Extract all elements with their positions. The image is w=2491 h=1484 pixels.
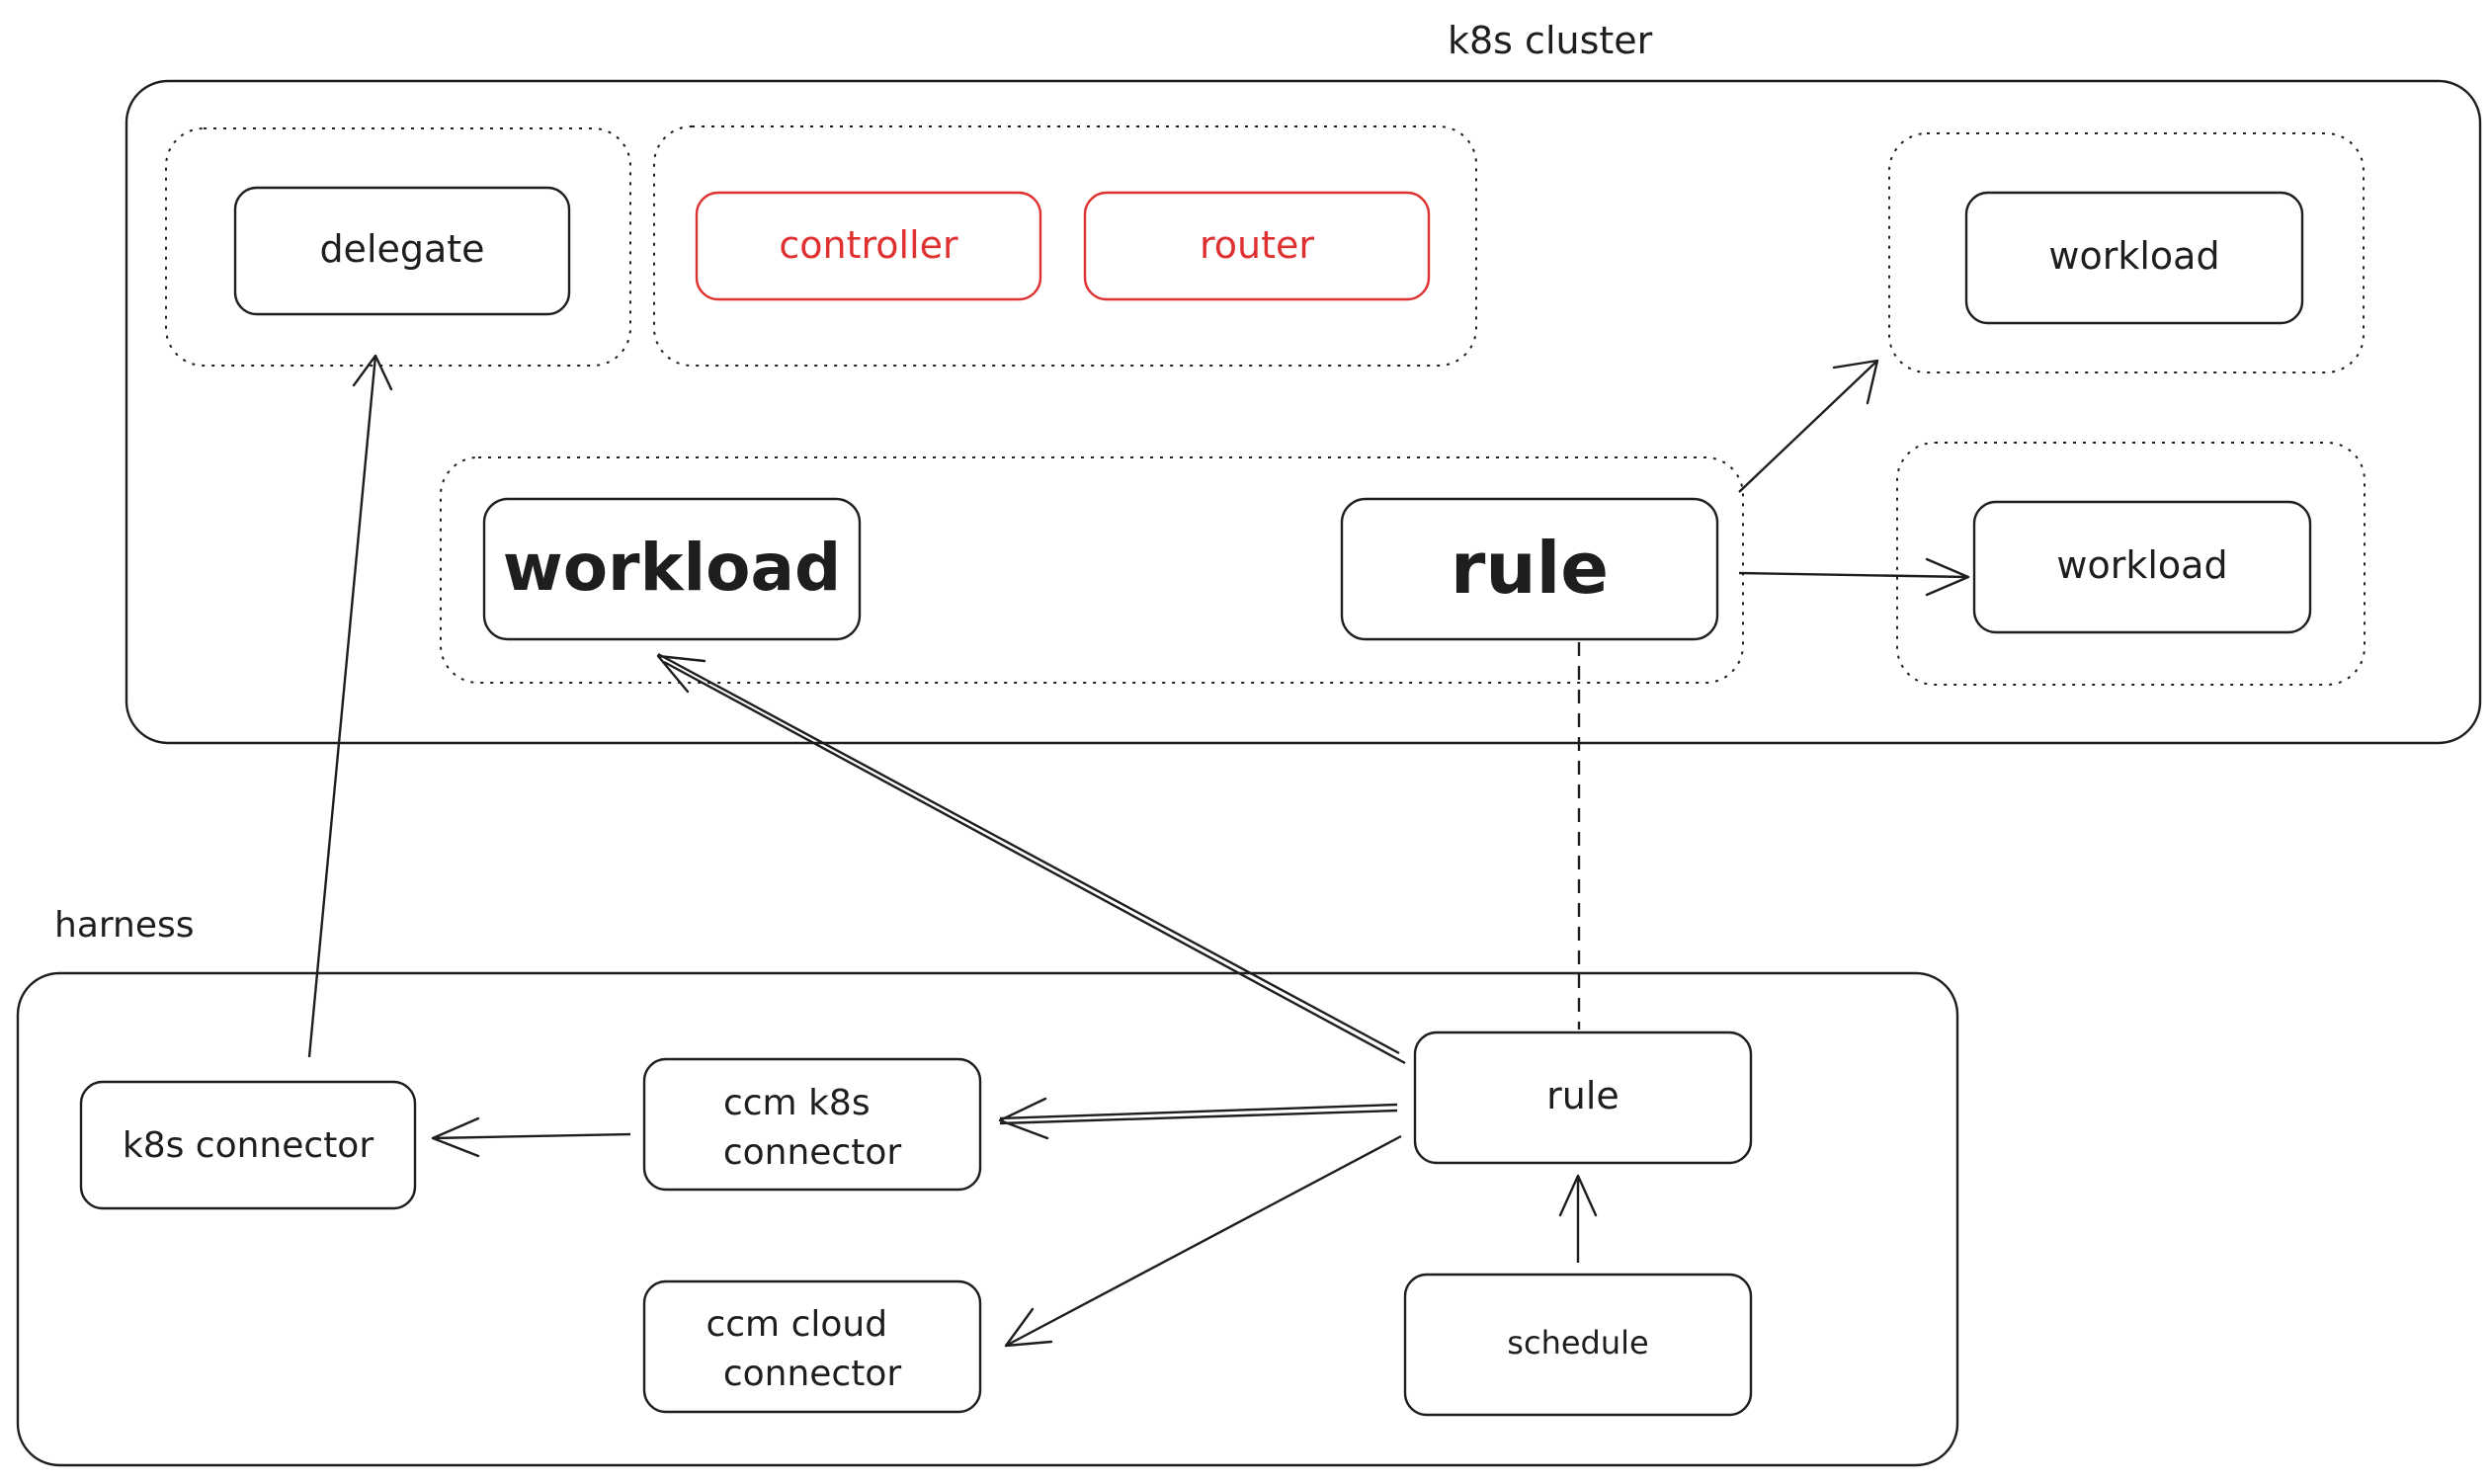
workload-main-text: workload bbox=[503, 530, 842, 606]
delegate-box[interactable] bbox=[233, 186, 571, 316]
rule-harness-text: rule bbox=[1546, 1074, 1619, 1117]
edge-rule-to-ccm-k8s bbox=[998, 1097, 1398, 1140]
edge-rule-to-workload-mid bbox=[1738, 557, 1970, 597]
rule-harness-box[interactable] bbox=[1413, 1031, 1753, 1165]
workload-mid-box[interactable] bbox=[1972, 500, 2312, 634]
rule-cluster-box[interactable] bbox=[1340, 497, 1719, 641]
controller-text: controller bbox=[779, 223, 958, 267]
k8s-connector-box[interactable] bbox=[79, 1080, 417, 1210]
router-text: router bbox=[1200, 223, 1314, 267]
workload-top-box[interactable] bbox=[1964, 191, 2304, 325]
workload-group-mid bbox=[1896, 442, 2366, 686]
schedule-text: schedule bbox=[1507, 1324, 1648, 1361]
k8s-cluster-frame bbox=[125, 79, 2482, 745]
harness-frame bbox=[16, 971, 1959, 1467]
edge-schedule-to-rule bbox=[1558, 1174, 1598, 1263]
k8s-cluster-label: k8s cluster bbox=[1448, 19, 1653, 62]
edge-k8s-connector-to-delegate bbox=[307, 354, 393, 1058]
workload-mid-text: workload bbox=[2056, 543, 2227, 587]
edge-rule-to-workload bbox=[656, 652, 1406, 1065]
edge-ccm-k8s-to-k8s-connector bbox=[431, 1116, 631, 1158]
ccm-k8s-connector-line-1: ccm k8s bbox=[723, 1083, 871, 1123]
workload-rule-group bbox=[440, 456, 1744, 684]
workload-group-top bbox=[1888, 132, 2365, 373]
ccm-cloud-connector-line-1: ccm cloud bbox=[706, 1304, 887, 1345]
delegate-text: delegate bbox=[319, 227, 484, 271]
ccm-k8s-connector-box[interactable] bbox=[642, 1057, 982, 1192]
router-box[interactable] bbox=[1083, 191, 1431, 301]
rule-cluster-text: rule bbox=[1451, 527, 1609, 610]
k8s-connector-text: k8s connector bbox=[123, 1125, 374, 1166]
edge-rule-to-workload-top bbox=[1738, 359, 1879, 493]
edge-rule-to-ccm-cloud bbox=[1004, 1134, 1402, 1348]
ccm-cloud-connector-box[interactable] bbox=[642, 1279, 982, 1414]
workload-main-box[interactable] bbox=[482, 497, 862, 641]
workload-top-text: workload bbox=[2048, 234, 2219, 278]
controller-box[interactable] bbox=[695, 191, 1042, 301]
ccm-cloud-connector-line-2: connector bbox=[723, 1354, 902, 1394]
ccm-cloud-connector-text: ccm cloud connector bbox=[706, 1304, 901, 1394]
ccm-k8s-connector-line-2: connector bbox=[723, 1132, 902, 1173]
harness-label: harness bbox=[54, 905, 195, 946]
ccm-k8s-connector-text: ccm k8s connector bbox=[723, 1083, 902, 1173]
schedule-box[interactable] bbox=[1403, 1273, 1753, 1417]
delegate-group bbox=[165, 127, 631, 367]
